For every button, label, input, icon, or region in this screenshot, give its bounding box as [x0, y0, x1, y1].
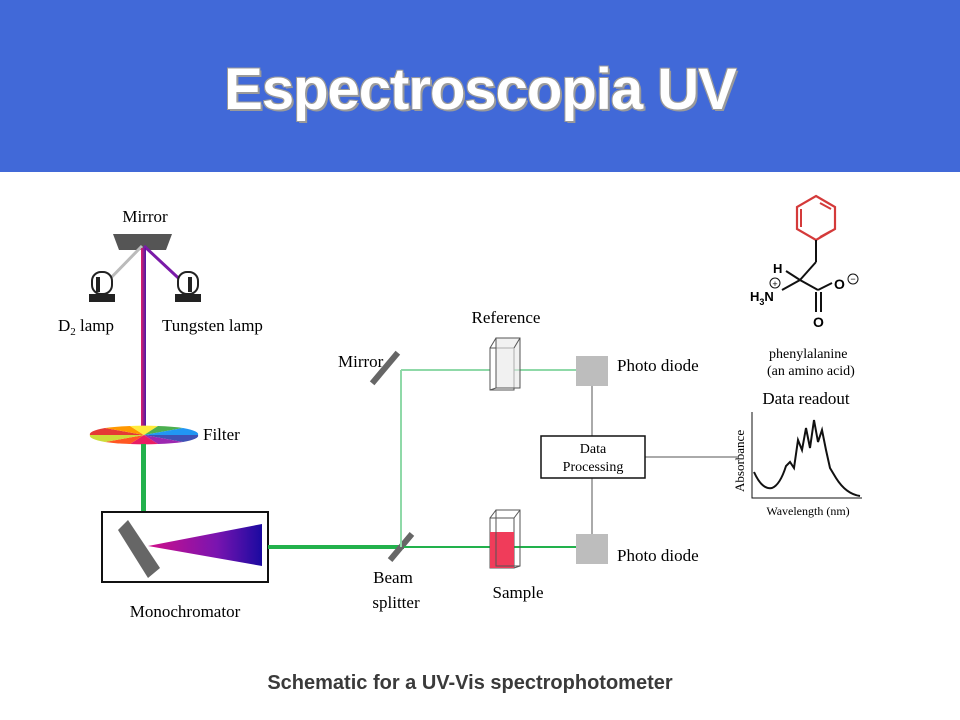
reference-cuvette: [489, 337, 521, 391]
phenylalanine-structure: [781, 194, 837, 312]
label-mol-plus: +: [772, 279, 777, 289]
tungsten-lamp: [175, 271, 201, 302]
page-title: Espectroscopia UV: [224, 57, 737, 122]
label-data-readout: Data readout: [762, 389, 850, 408]
photo-diode-bottom: [576, 534, 608, 564]
label-wavelength: Wavelength (nm): [766, 504, 849, 518]
absorbance-spectrum: [753, 419, 861, 497]
combined-beam: [141, 248, 146, 430]
data-processing-box: [540, 435, 646, 479]
top-mirror: [113, 234, 172, 250]
label-absorbance: Absorbance: [732, 430, 747, 492]
filter-wheel: [89, 425, 199, 445]
label-beam-splitter-2: splitter: [372, 593, 420, 612]
label-photo-diode-top: Photo diode: [617, 356, 699, 375]
monochromator-grating: [118, 520, 160, 578]
dispersed-spectrum: [148, 524, 262, 566]
label-data-processing-2: Processing: [563, 460, 624, 475]
label-reference: Reference: [472, 308, 541, 327]
label-sample: Sample: [493, 583, 544, 602]
label-molecule-note: (an amino acid): [767, 364, 855, 379]
figure-caption: Schematic for a UV-Vis spectrophotometer: [267, 672, 673, 694]
label-tungsten-lamp: Tungsten lamp: [162, 316, 263, 335]
label-mol-o-double: O: [813, 314, 824, 330]
middle-mirror: [369, 350, 401, 386]
photo-diode-top: [576, 356, 608, 386]
sample-cuvette: [489, 509, 521, 569]
label-filter: Filter: [203, 425, 240, 444]
label-data-processing-1: Data: [580, 442, 607, 457]
label-mol-o-minus: O: [834, 276, 845, 292]
label-mol-h: H: [773, 261, 782, 276]
label-monochromator: Monochromator: [130, 602, 241, 621]
benzene-ring: [795, 194, 837, 242]
label-mol-amine: H3N: [750, 289, 774, 307]
filtered-beam: [141, 444, 146, 544]
label-molecule-name: phenylalanine: [769, 347, 848, 362]
label-d2-lamp: D2 lamp: [58, 316, 114, 338]
label-beam-splitter-1: Beam: [373, 568, 413, 587]
label-mirror-top: Mirror: [122, 207, 168, 226]
d2-lamp: [89, 271, 115, 302]
label-mol-minus: −: [850, 274, 855, 284]
label-mirror-mid: Mirror: [338, 352, 384, 371]
title-banner: [0, 0, 960, 172]
label-photo-diode-bottom: Photo diode: [617, 546, 699, 565]
readout-axes: [751, 412, 862, 499]
